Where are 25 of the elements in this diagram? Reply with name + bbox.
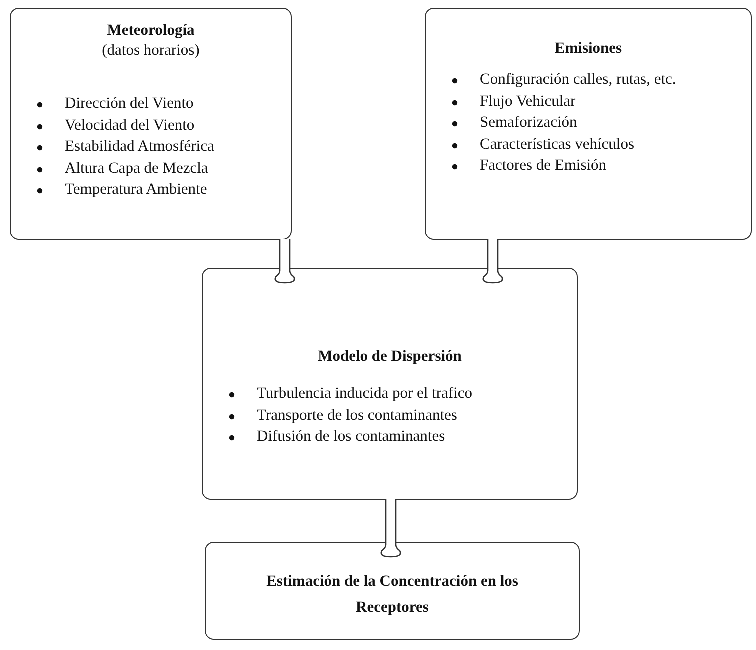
- bullet-item: Velocidad del Viento: [65, 116, 195, 134]
- bullet-item: Configuración calles, rutas, etc.: [480, 71, 676, 89]
- box-heading: Meteorología: [106, 21, 196, 40]
- pipe-connector: [482, 238, 504, 284]
- box-heading: Emisiones: [554, 39, 624, 58]
- bullet-item: Transporte de los contaminantes: [257, 406, 458, 424]
- bullet-item: Semaforización: [480, 114, 578, 132]
- process-box: [425, 8, 752, 240]
- bullet-item: Flujo Vehicular: [480, 92, 576, 110]
- bullet-item: Características vehículos: [480, 136, 635, 154]
- box-heading: Estimación de la Concentración en los Receptores: [266, 572, 520, 618]
- process-box: [205, 542, 580, 640]
- box-heading: Modelo de Dispersión: [317, 347, 463, 366]
- pipe-connector: [380, 498, 402, 558]
- bullet-item: Dirección del Viento: [65, 95, 194, 113]
- pipe-connector: [274, 238, 296, 284]
- bullet-item: Factores de Emisión: [480, 157, 607, 175]
- process-box: [10, 8, 292, 240]
- process-box: [202, 268, 578, 500]
- bullet-item: Estabilidad Atmosférica: [65, 138, 214, 156]
- bullet-item: Difusión de los contaminantes: [257, 428, 446, 446]
- bullet-item: Turbulencia inducida por el trafico: [257, 385, 473, 403]
- bullet-item: Altura Capa de Mezcla: [65, 160, 208, 178]
- bullet-item: Temperatura Ambiente: [65, 181, 208, 199]
- box-subtitle: (datos horarios): [101, 41, 201, 60]
